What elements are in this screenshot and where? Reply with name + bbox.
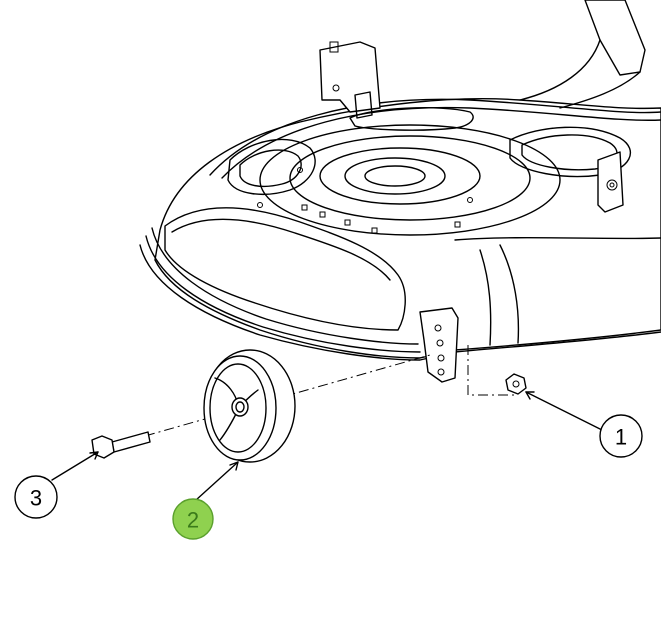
wheel-part (203, 349, 296, 463)
assembly-nut-line (467, 345, 515, 396)
leader-lines (51, 391, 603, 501)
callout-3-label: 3 (30, 486, 42, 511)
callout-2[interactable]: 2 (172, 498, 214, 540)
callout-2-label: 2 (187, 508, 199, 533)
mower-deck (139, 0, 661, 383)
bolt-part (91, 431, 151, 459)
callout-1[interactable]: 1 (599, 414, 643, 458)
nut-part (505, 373, 527, 395)
deck-bolts (257, 167, 473, 234)
callout-3[interactable]: 3 (14, 475, 58, 519)
callout-1-label: 1 (615, 425, 627, 450)
